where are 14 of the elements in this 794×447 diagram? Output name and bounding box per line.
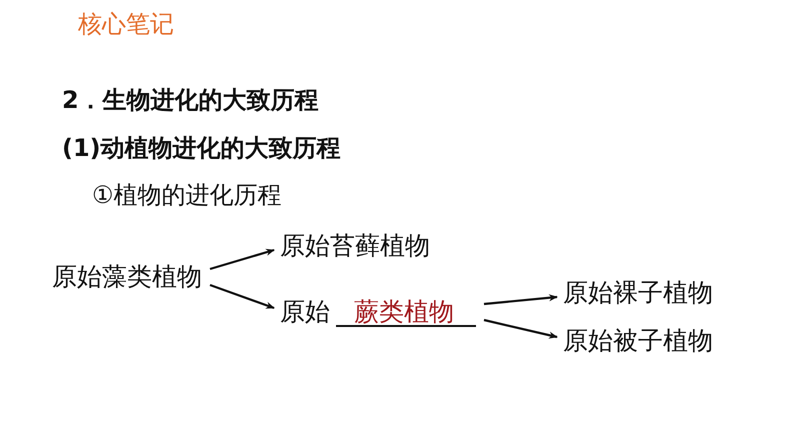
- flow-text: 原始苔藓植物: [276, 231, 434, 261]
- flow-text: 原始: [280, 297, 330, 326]
- subheading-text: (1)动植物进化的大致历程: [62, 134, 341, 163]
- arrow: [210, 248, 275, 270]
- section-heading: 核心笔记: [78, 10, 174, 39]
- subheading-text: ①植物的进化历程: [92, 181, 282, 210]
- flow-text: 原始藻类植物: [48, 262, 206, 292]
- flow-text: 原始被子植物: [559, 326, 717, 356]
- fill-in-answer: 蕨类植物: [336, 299, 476, 327]
- arrow: [484, 318, 558, 339]
- arrow: [484, 294, 558, 306]
- heading-text: 2．生物进化的大致历程: [62, 86, 319, 115]
- flow-text: 原始裸子植物: [559, 278, 717, 308]
- arrow: [210, 284, 275, 310]
